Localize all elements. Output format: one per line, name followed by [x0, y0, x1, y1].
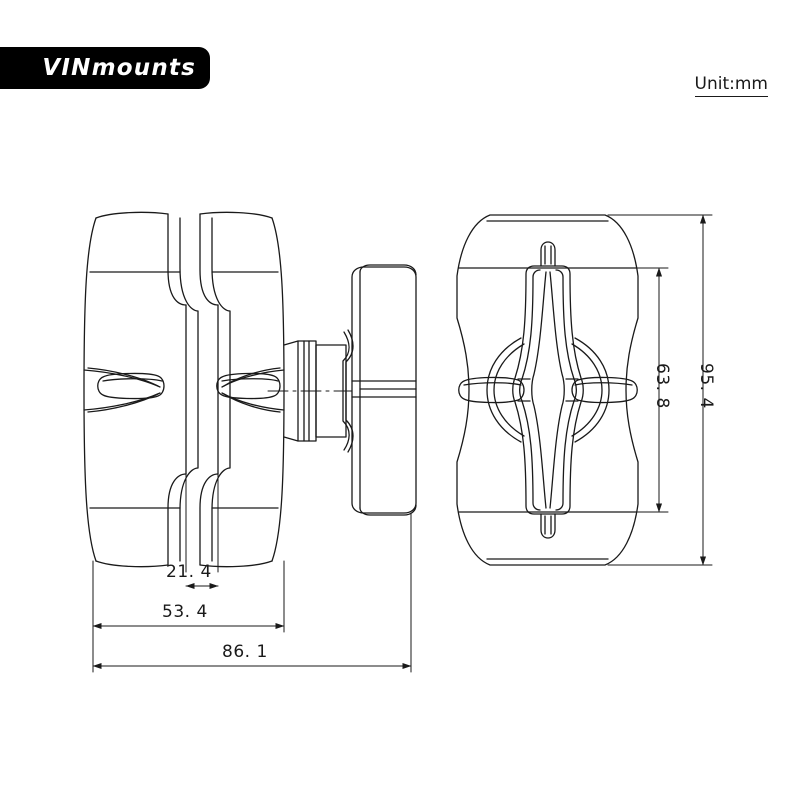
dimension-label-21-4: 21. 4	[166, 562, 212, 582]
logo-text: VINmounts	[42, 55, 196, 81]
vinmounts-logo: VINmounts	[0, 47, 210, 89]
dimension-label-86-1: 86. 1	[222, 642, 268, 662]
dimension-label-53-4: 53. 4	[162, 602, 208, 622]
side-view-group	[83, 211, 417, 568]
front-view-group	[456, 214, 639, 566]
dimension-lines-group	[92, 214, 713, 673]
dimension-label-95-4: 95. 4	[696, 363, 716, 409]
dimension-label-63-8: 63. 8	[652, 363, 672, 409]
unit-label: Unit:mm	[694, 74, 768, 97]
